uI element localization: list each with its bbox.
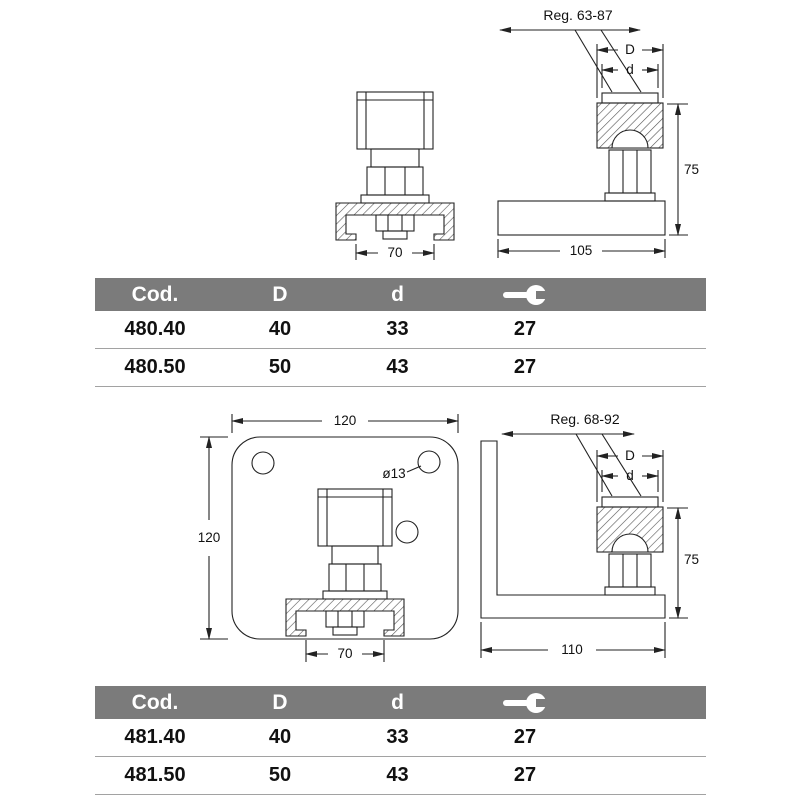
header-wrench (450, 284, 600, 306)
channel-bracket (285, 598, 405, 637)
header-wrench (450, 692, 600, 714)
header-cod: Cod. (131, 690, 179, 714)
roller-body (356, 91, 434, 150)
reg-range-label: Reg. 68-92 (550, 411, 619, 427)
spec-table-480: Cod. D d 480.40 40 33 27 480.50 50 43 27 (95, 278, 706, 387)
dim-label-D: D (625, 42, 635, 57)
cell-D: 50 (268, 764, 292, 786)
bolt-dome (611, 129, 649, 149)
dim-label-d: d (626, 468, 634, 483)
base-plate (497, 200, 666, 236)
fixing-hole (417, 450, 441, 474)
cell-d: 33 (386, 726, 409, 748)
drawing-plate-front: ø13 120 120 (198, 413, 459, 662)
dim-label-plate-height: 120 (198, 530, 221, 545)
hole-diameter-label: ø13 (382, 466, 405, 481)
mounting-plate (231, 436, 459, 640)
drawing-bracket-side: Reg. 68-92 D d 75 110 (480, 411, 699, 658)
table-row: 481.40 40 33 27 (95, 719, 706, 757)
drawing-roller-front: 70 (335, 91, 455, 260)
table-row: 481.50 50 43 27 (95, 757, 706, 795)
fixing-hole (251, 451, 275, 475)
cell-D: 40 (268, 318, 292, 340)
cell-d: 43 (386, 356, 409, 378)
header-d: d (391, 282, 404, 306)
fixing-hole (395, 520, 419, 544)
channel-bracket (335, 202, 455, 241)
dim-label-plate-width: 120 (334, 413, 357, 428)
drawing-roller-side: Reg. 63-87 D d 75 105 (497, 7, 699, 258)
cell-wrench: 27 (513, 764, 537, 786)
header-D: D (272, 690, 288, 714)
table-header-row: Cod. D d (95, 278, 706, 311)
l-bracket (480, 440, 666, 619)
dim-label-D: D (625, 448, 635, 463)
cell-cod: 480.50 (124, 356, 186, 378)
reg-range-label: Reg. 63-87 (543, 7, 612, 23)
hex-nut (366, 166, 424, 196)
table-header-row: Cod. D d (95, 686, 706, 719)
bushing (370, 148, 420, 168)
wrench-icon (503, 284, 548, 305)
dim-label-base-width: 105 (570, 243, 593, 258)
cell-cod: 481.40 (124, 726, 186, 748)
bolt-dome (611, 533, 649, 553)
header-cod: Cod. (131, 282, 179, 306)
washer (360, 194, 430, 204)
spec-table-481: Cod. D d 481.40 40 33 27 481.50 50 43 27 (95, 686, 706, 795)
hex-nut-side (608, 149, 652, 194)
cell-cod: 481.50 (124, 764, 186, 786)
dim-label-width: 70 (387, 245, 402, 260)
cell-cod: 480.40 (124, 318, 186, 340)
table-row: 480.40 40 33 27 (95, 311, 706, 349)
cell-d: 33 (386, 318, 409, 340)
cell-wrench: 27 (513, 356, 537, 378)
dim-label-base-width: 110 (561, 642, 583, 657)
dim-label-width: 70 (337, 646, 352, 661)
dim-label-height: 75 (684, 552, 699, 567)
cell-wrench: 27 (513, 726, 537, 748)
cell-D: 40 (268, 726, 292, 748)
cell-wrench: 27 (513, 318, 537, 340)
header-D: D (272, 282, 288, 306)
table-row: 480.50 50 43 27 (95, 349, 706, 387)
cell-d: 43 (386, 764, 409, 786)
wrench-icon (503, 692, 548, 713)
dim-label-d: d (626, 62, 634, 77)
header-d: d (391, 690, 404, 714)
dim-label-height: 75 (684, 162, 699, 177)
cell-D: 50 (268, 356, 292, 378)
